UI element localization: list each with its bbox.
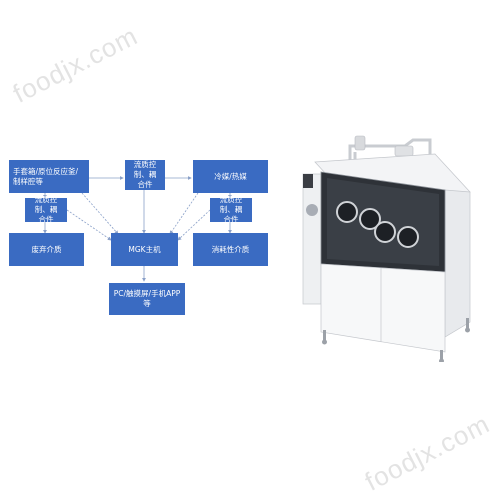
node-pc-app-label: PC/触摸屏/手机APP 等 (113, 289, 181, 308)
node-flow-control-left: 流质控 制、耦 合件 (25, 195, 67, 224)
node-coolant: 冷媒/热媒 (193, 160, 268, 193)
node-waste-label: 废弃介质 (31, 244, 62, 254)
side-panel (444, 189, 471, 338)
antechamber (302, 173, 322, 305)
antechamber-door-icon (306, 204, 318, 216)
lower-cabinet (320, 263, 446, 353)
valve-unit (354, 135, 366, 151)
node-flow-control-right-label: 流质控 制、耦 合件 (219, 195, 243, 224)
node-pc-app: PC/触摸屏/手机APP 等 (109, 283, 185, 315)
node-consumable: 消耗性介质 (193, 233, 268, 266)
antechamber-port (303, 174, 313, 188)
glove-ports (336, 201, 419, 248)
casters (322, 318, 470, 362)
node-flow-control-top-label: 流质控 制、耦 合件 (133, 160, 157, 189)
node-waste: 废弃介质 (9, 233, 84, 266)
node-glovebox-label: 手套箱/原位反应釜/ 制样腔等 (13, 166, 79, 186)
glovebox-machine-image (302, 135, 471, 362)
node-mgk-host-label: MGK主机 (128, 244, 161, 254)
node-flow-control-right: 流质控 制、耦 合件 (210, 195, 252, 224)
node-consumable-label: 消耗性介质 (211, 244, 250, 254)
node-mgk-host: MGK主机 (111, 233, 178, 266)
node-flow-control-left-label: 流质控 制、耦 合件 (34, 195, 58, 224)
filter-unit (394, 145, 414, 157)
node-coolant-label: 冷媒/热媒 (214, 171, 247, 181)
node-glovebox: 手套箱/原位反应釜/ 制样腔等 (9, 160, 89, 193)
node-flow-control-top: 流质控 制、耦 合件 (125, 160, 165, 190)
